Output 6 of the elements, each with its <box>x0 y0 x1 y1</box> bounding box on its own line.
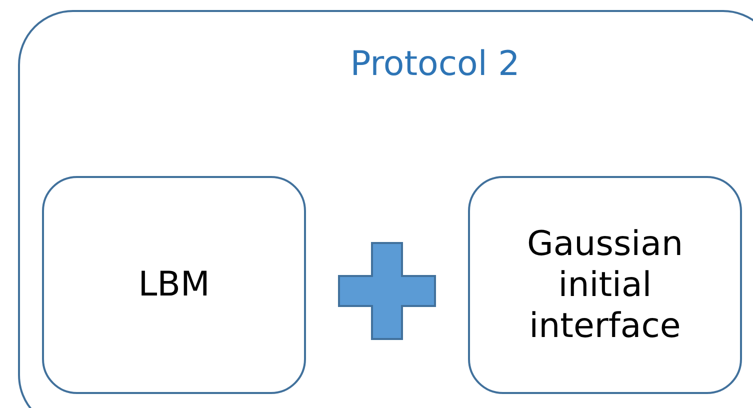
process-box <box>468 176 742 394</box>
panel-title: Protocol 2 <box>349 44 521 85</box>
group-panel <box>18 10 753 408</box>
box-label: Gaussian initial interface <box>526 224 684 346</box>
process-box <box>42 176 306 394</box>
box-label: LBM <box>137 264 211 306</box>
